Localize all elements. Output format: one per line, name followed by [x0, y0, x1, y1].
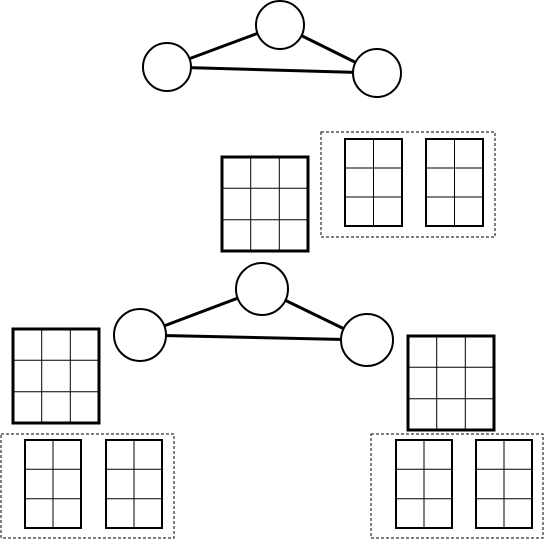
group-top-right-dashed-border: [321, 132, 495, 237]
group-bottom-left-dashed-border: [1, 434, 174, 538]
group-bottom-left-grid-b: [106, 440, 162, 528]
top-graph-edge-0-2: [167, 67, 377, 73]
top-graph-node-0: [143, 43, 191, 91]
group-bottom-left: [1, 434, 174, 538]
group-top-right-grid-a: [345, 139, 402, 226]
top-graph-node-2: [353, 49, 401, 97]
top-graph: [143, 1, 401, 97]
group-top-right: [321, 132, 495, 237]
middle-graph: [114, 263, 393, 366]
grid-left-border: [13, 329, 99, 423]
grid-right-border: [408, 336, 494, 430]
middle-graph-node-1: [236, 263, 288, 315]
middle-graph-node-2: [341, 314, 393, 366]
group-bottom-left-grid-a: [25, 440, 81, 528]
middle-graph-node-0: [114, 309, 166, 361]
grid-left: [13, 329, 99, 423]
grid-center-border: [222, 157, 308, 251]
group-bottom-right-grid-a: [396, 440, 452, 528]
group-top-right-grid-b: [426, 139, 483, 226]
top-graph-node-1: [256, 1, 304, 49]
grid-center: [222, 157, 308, 251]
grid-right: [408, 336, 494, 430]
group-bottom-right: [371, 434, 543, 538]
group-bottom-right-grid-b: [476, 440, 532, 528]
middle-graph-edge-0-2: [140, 335, 367, 340]
